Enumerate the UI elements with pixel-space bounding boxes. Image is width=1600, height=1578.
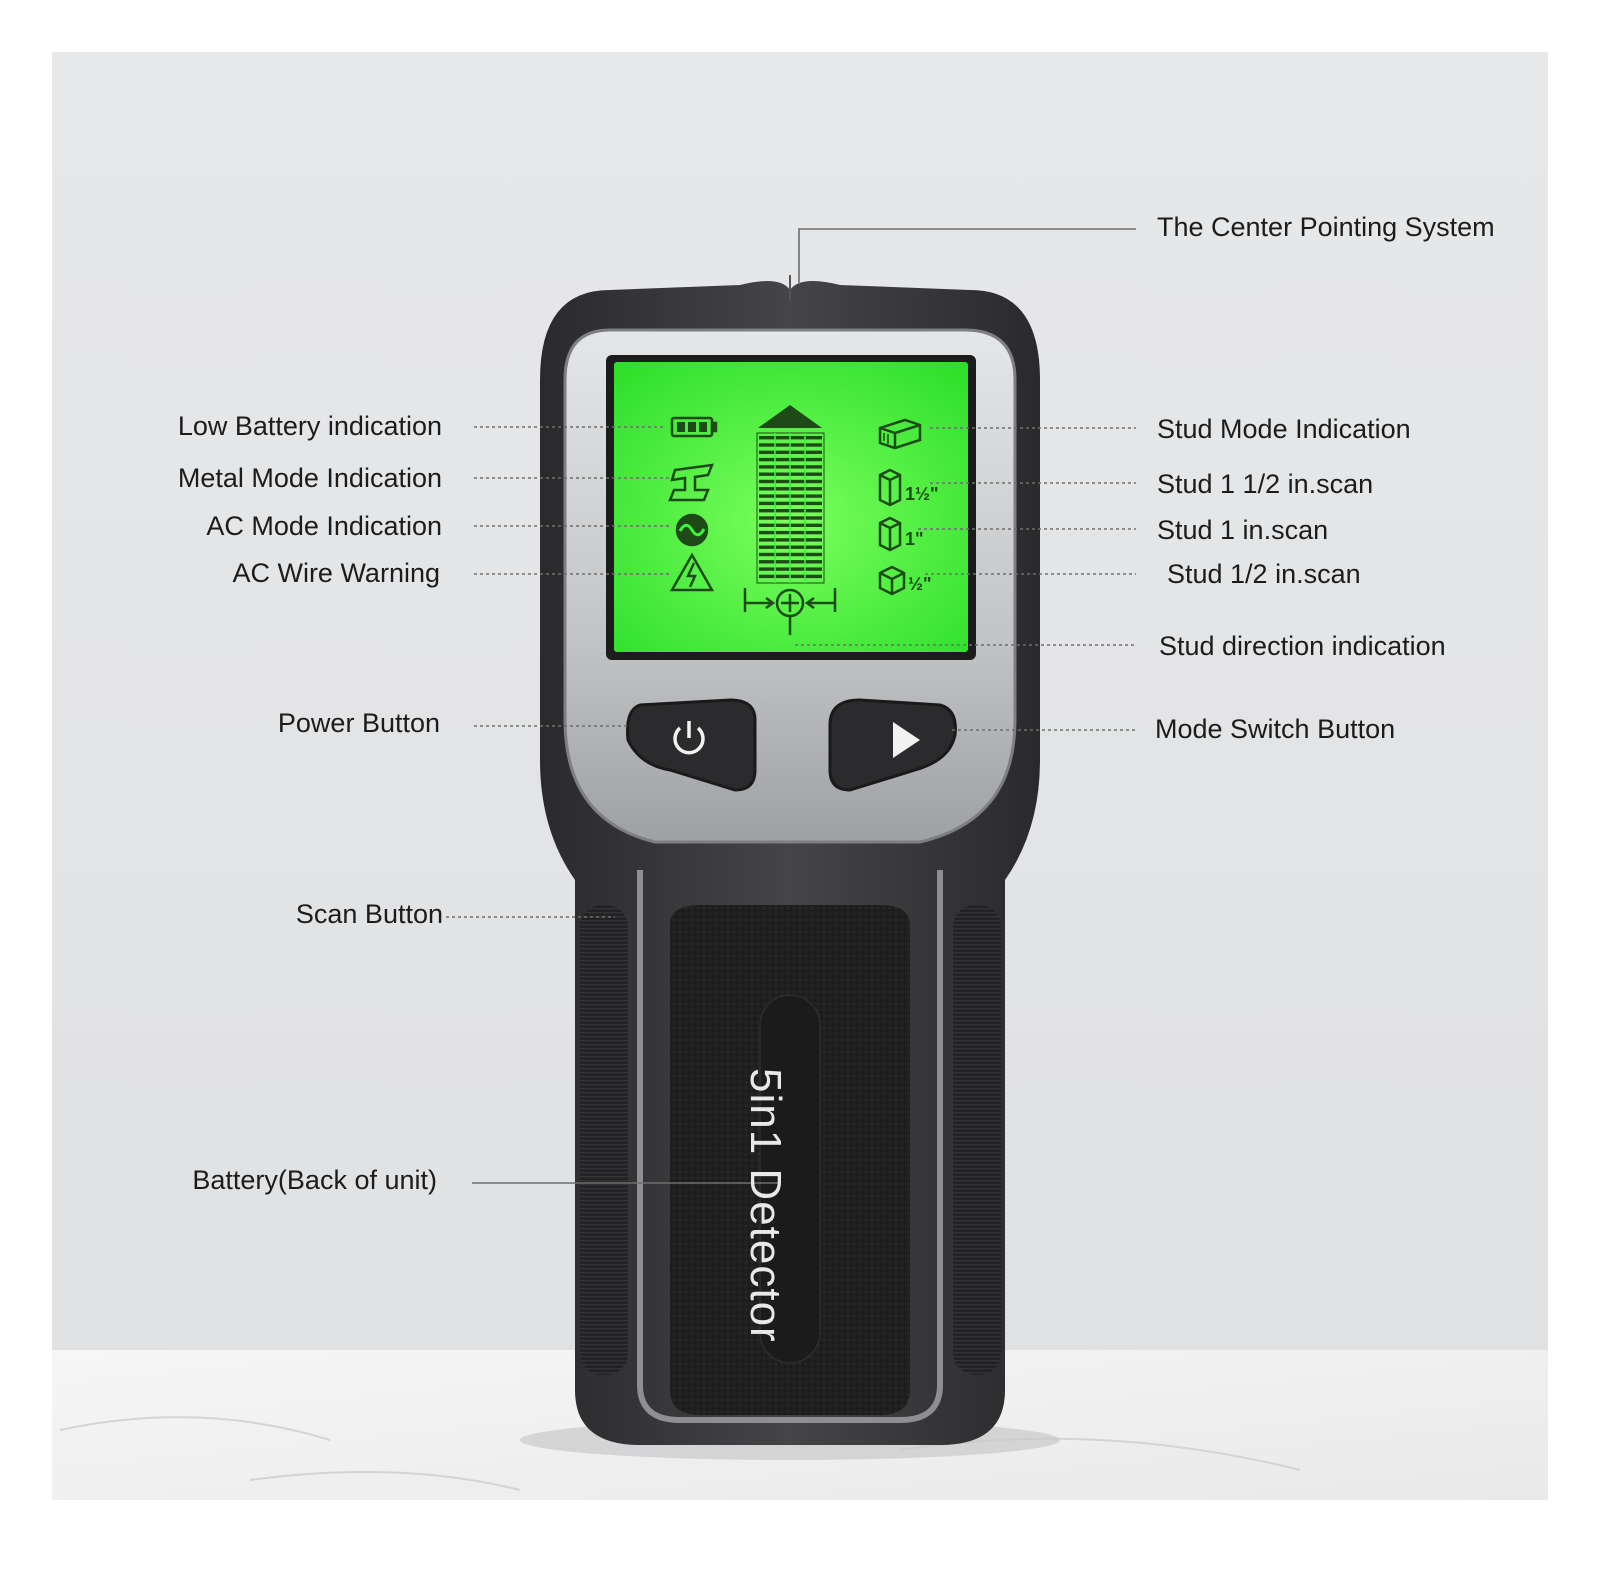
- play-icon: [893, 722, 920, 758]
- callout-ac-wire-warning: AC Wire Warning: [232, 558, 440, 588]
- callout-ac-mode: AC Mode Indication: [206, 511, 442, 541]
- power-button[interactable]: [626, 698, 757, 792]
- callout-stud-1: Stud 1 in.scan: [1157, 515, 1329, 545]
- callout-center-pointing-system: The Center Pointing System: [1157, 212, 1495, 242]
- callout-stud-direction: Stud direction indication: [1159, 631, 1446, 661]
- power-icon: [673, 721, 705, 755]
- mode-switch-button[interactable]: [828, 698, 957, 792]
- right-side-grip: [953, 905, 1001, 1375]
- stud-1-2-icon: ½": [878, 565, 932, 596]
- callout-low-battery: Low Battery indication: [177, 411, 442, 441]
- leader-lines: [446, 228, 1136, 1184]
- svg-text:1½": 1½": [905, 484, 939, 504]
- left-side-grip: [580, 905, 628, 1375]
- callout-scan-button: Scan Button: [295, 899, 443, 929]
- wood-stud-icon: [878, 418, 922, 450]
- svg-text:1": 1": [905, 529, 924, 549]
- callout-metal-mode: Metal Mode Indication: [177, 463, 442, 493]
- callout-mode-switch-button: Mode Switch Button: [1155, 714, 1396, 744]
- stud-1-1-2-icon: 1½": [878, 468, 939, 507]
- callout-stud-1-1-2: Stud 1 1/2 in.scan: [1157, 469, 1374, 499]
- callout-stud-mode: Stud Mode Indication: [1157, 414, 1411, 444]
- center-target-icon: [743, 588, 837, 635]
- stud-1-icon: 1": [878, 516, 924, 552]
- callout-power-button: Power Button: [277, 708, 440, 738]
- svg-text:½": ½": [908, 574, 932, 594]
- signal-bars: [759, 433, 822, 583]
- device-label: 5in1 Detector: [741, 1068, 790, 1343]
- callout-stud-1-2: Stud 1/2 in.scan: [1167, 559, 1361, 589]
- ac-wave-icon: [675, 513, 709, 547]
- label-plate: [759, 994, 821, 1364]
- metal-beam-icon: [668, 463, 714, 502]
- warning-bolt-icon: [669, 552, 715, 592]
- device: 1½" 1" ½": [540, 275, 1040, 1445]
- callout-battery: Battery(Back of unit): [192, 1165, 437, 1195]
- battery-icon: [670, 416, 718, 438]
